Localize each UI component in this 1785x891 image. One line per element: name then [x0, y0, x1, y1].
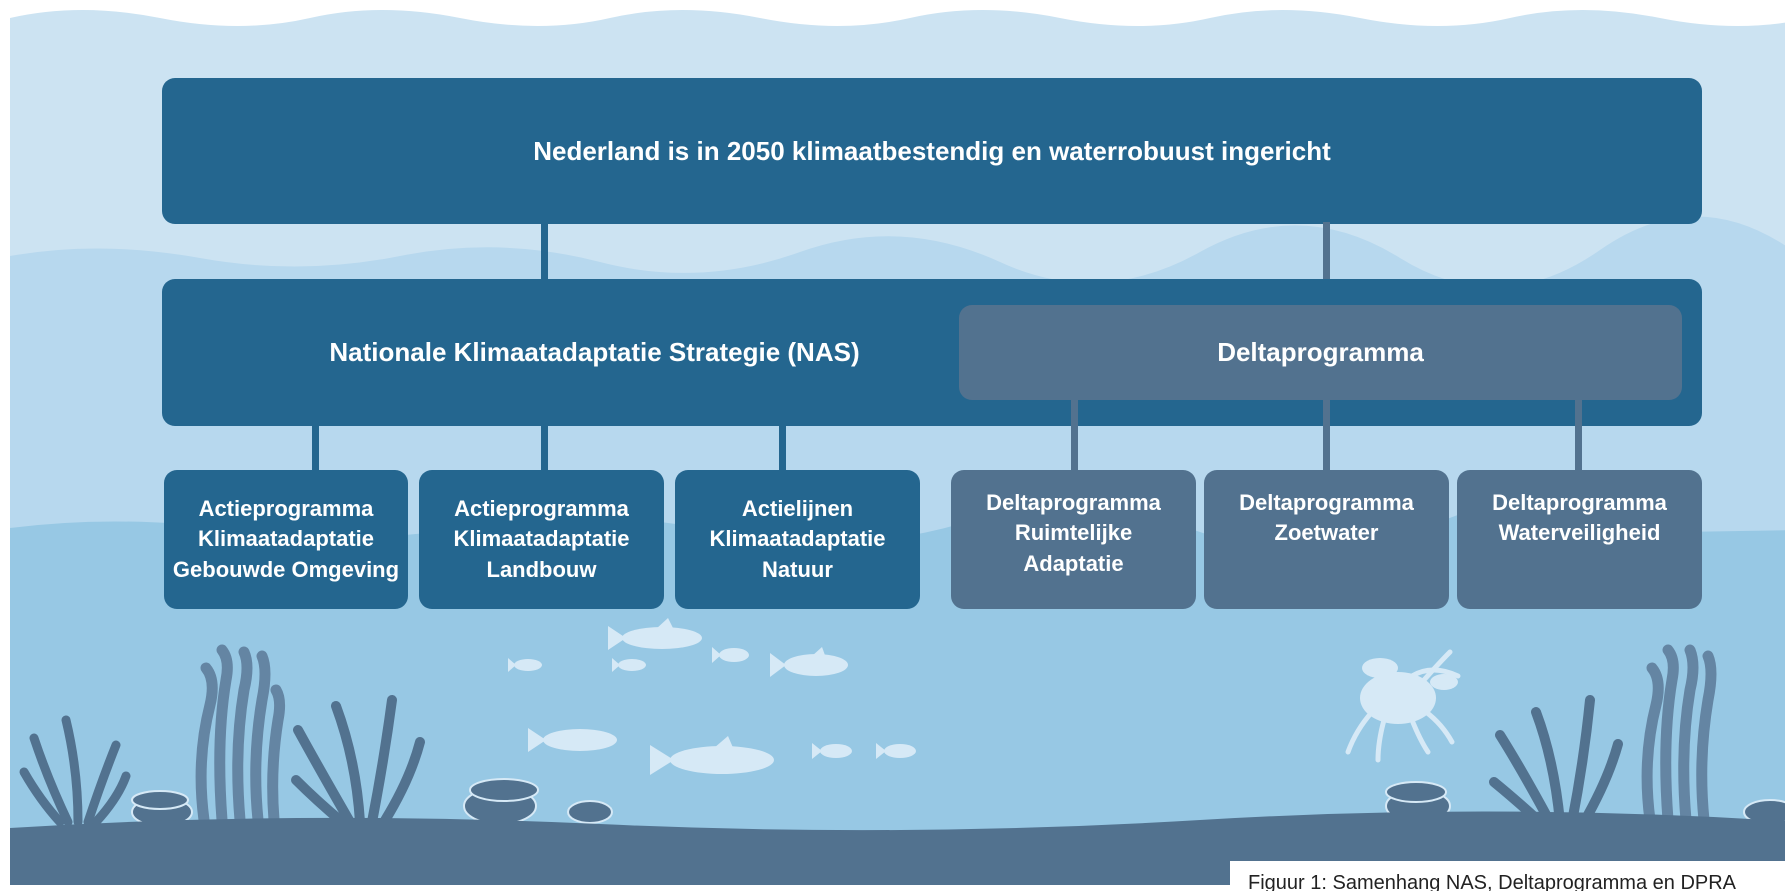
shell-icon — [131, 778, 1785, 827]
leaf-line: Actieprogramma — [198, 495, 374, 521]
delta-box: Deltaprogramma — [959, 305, 1682, 400]
goal-label: Nederland is in 2050 klimaatbestendig en… — [533, 135, 1331, 166]
connector-nas-leaf-1 — [312, 424, 319, 472]
leaf-line: Natuur — [762, 556, 833, 582]
seaweed-left-2 — [291, 695, 425, 827]
leaf-line: Waterveiligheid — [1498, 520, 1661, 546]
crab-icon — [1345, 649, 1461, 763]
leaf-line: Zoetwater — [1274, 520, 1379, 546]
leaf-line: Deltaprogramma — [1239, 490, 1414, 515]
leaf-line: Klimaatadaptatie — [709, 526, 886, 552]
kelp-right — [1641, 644, 1717, 826]
leaf-line: Deltaprogramma — [986, 490, 1161, 515]
goal-box: Nederland is in 2050 klimaatbestendig en… — [162, 78, 1702, 224]
leaf-line: Deltaprogramma — [1492, 490, 1667, 515]
leaf-box-natuur: Actielijnen Klimaatadaptatie Natuur — [675, 470, 920, 609]
leaf-box-gebouwde-omgeving: Actieprogramma Klimaatadaptatie Gebouwde… — [164, 470, 408, 609]
connector-nas-leaf-3 — [779, 424, 786, 472]
kelp-left — [195, 644, 286, 826]
leaf-line: Actieprogramma — [454, 495, 629, 521]
leaf-line: Landbouw — [486, 556, 597, 582]
connector-delta-leaf-2 — [1323, 398, 1330, 472]
leaf-line: Klimaatadaptatie — [197, 526, 375, 552]
connector-goal-delta — [1323, 222, 1330, 308]
leaf-box-landbouw: Actieprogramma Klimaatadaptatie Landbouw — [419, 470, 664, 609]
connector-goal-nas — [541, 222, 548, 282]
leaf-box-waterveiligheid: Deltaprogramma Waterveiligheid — [1457, 470, 1702, 609]
leaf-line: Ruimtelijke — [1014, 520, 1133, 546]
leaf-line: Actielijnen — [741, 495, 854, 521]
fish-school — [508, 618, 916, 775]
figure-caption: Figuur 1: Samenhang NAS, Deltaprogramma … — [1230, 861, 1785, 891]
connector-delta-leaf-3 — [1575, 398, 1582, 472]
connector-delta-leaf-1 — [1071, 398, 1078, 472]
delta-label: Deltaprogramma — [1217, 337, 1424, 367]
nas-label: Nationale Klimaatadaptatie Strategie (NA… — [329, 337, 860, 367]
leaf-line: Gebouwde Omgeving — [172, 556, 400, 582]
connector-nas-leaf-2 — [541, 424, 548, 472]
leaf-box-zoetwater: Deltaprogramma Zoetwater — [1204, 470, 1449, 609]
leaf-line: Adaptatie — [1023, 550, 1124, 576]
leaf-line: Klimaatadaptatie — [453, 526, 630, 552]
leaf-box-ruimtelijke-adaptatie: Deltaprogramma Ruimtelijke Adaptatie — [951, 470, 1196, 609]
seaweed-left — [19, 715, 131, 827]
